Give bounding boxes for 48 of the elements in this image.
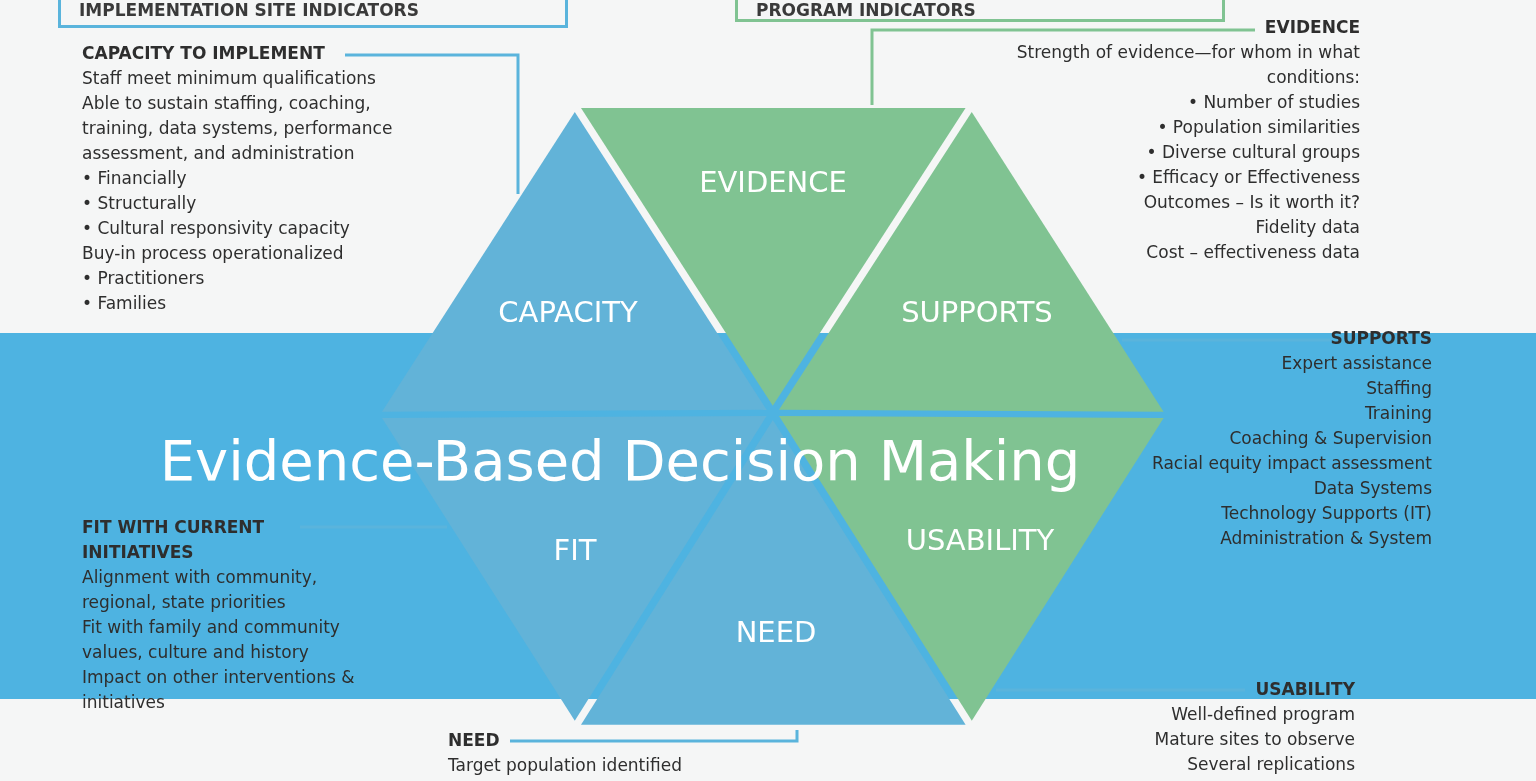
- leader-line: [510, 730, 799, 743]
- indicator-text: Staff meet minimum qualifications: [82, 67, 377, 90]
- indicator-text: Strength of evidence—for whom in what conditions:: [1015, 41, 1360, 89]
- indicator-text: Fit with family and community values, culture and history: [82, 616, 341, 664]
- indicator-text: Able to sustain staffing, coaching, training, data systems, performance assessment, and administration: [82, 92, 394, 165]
- indicator-text: • Families: [82, 292, 168, 315]
- indicator-heading-box: PROGRAM INDICATORS: [735, 0, 1225, 22]
- indicator-text: Several replications: [1186, 753, 1355, 776]
- segment-label: EVIDENCE: [699, 165, 847, 199]
- segment-label: USABILITY: [905, 523, 1055, 557]
- segment-label: SUPPORTS: [901, 295, 1053, 329]
- indicator-text: Target population identified: [448, 754, 683, 777]
- indicator-text: • Population similarities: [1156, 116, 1360, 139]
- indicator-heading-box: IMPLEMENTATION SITE INDICATORS: [58, 0, 568, 28]
- indicator-text: Cost – effectiveness data: [1145, 241, 1360, 264]
- indicator-heading: USABILITY: [1254, 678, 1355, 701]
- indicator-text: • Diverse cultural groups: [1145, 141, 1360, 164]
- indicator-heading: SUPPORTS: [1329, 327, 1432, 350]
- indicator-text: Training: [1363, 402, 1432, 425]
- indicator-text: Racial equity impact assessment: [1150, 452, 1432, 475]
- indicator-text: Data Systems: [1312, 477, 1432, 500]
- indicator-text: Staffing: [1365, 377, 1432, 400]
- indicator-text: Expert assistance: [1280, 352, 1432, 375]
- indicator-heading: EVIDENCE: [1263, 16, 1360, 39]
- indicator-text: Alignment with community, regional, state priorities: [82, 566, 319, 614]
- indicator-text: Mature sites to observe: [1153, 728, 1355, 751]
- indicator-text: Buy-in process operationalized: [82, 242, 345, 265]
- indicator-text: Technology Supports (IT): [1220, 502, 1432, 525]
- indicator-text: Administration & System: [1219, 527, 1432, 550]
- indicator-text: • Practitioners: [82, 267, 206, 290]
- leader-line: [345, 53, 520, 194]
- indicator-heading: FIT WITH CURRENT INITIATIVES: [82, 516, 266, 564]
- segment-label: CAPACITY: [498, 295, 638, 329]
- indicator-heading: CAPACITY TO IMPLEMENT: [82, 42, 326, 65]
- indicator-text: Well-defined program: [1170, 703, 1355, 726]
- indicator-text: • Cultural responsivity capacity: [82, 217, 351, 240]
- leader-line: [870, 28, 1255, 105]
- banner-title: Evidence-Based Decision Making: [158, 428, 1082, 493]
- indicator-heading: NEED: [448, 729, 501, 752]
- indicator-text: • Structurally: [82, 192, 198, 215]
- indicator-text: Fidelity data: [1254, 216, 1360, 239]
- indicator-text: • Number of studies: [1186, 91, 1360, 114]
- indicator-text: • Financially: [82, 167, 188, 190]
- indicator-text: • Efficacy or Effectiveness: [1135, 166, 1360, 189]
- indicator-text: Coaching & Supervision: [1228, 427, 1432, 450]
- segment-label: FIT: [553, 533, 597, 567]
- segment-label: NEED: [735, 615, 817, 649]
- indicator-text: Outcomes – Is it worth it?: [1142, 191, 1360, 214]
